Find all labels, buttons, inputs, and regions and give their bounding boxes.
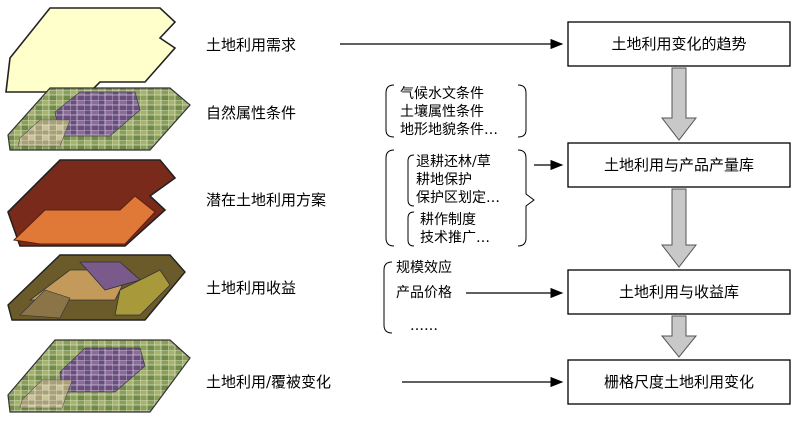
box-yield-db: 土地利用与产品产量库 (567, 142, 791, 188)
benefit-factors-group: 规模效应 产品价格 …… (383, 259, 452, 334)
down-arrow-3 (660, 315, 698, 358)
box-benefit-label: 土地利用与收益库 (619, 283, 739, 301)
layer-benefit-map (7, 254, 186, 321)
natural-item: 气候水文条件 (400, 85, 484, 102)
layer-label-lucc: 土地利用/覆被变化 (206, 373, 331, 391)
layer-label-demand: 土地利用需求 (206, 36, 296, 54)
natural-item: 土壤属性条件 (400, 103, 484, 120)
policy-item: 保护区划定… (416, 190, 500, 206)
layer-scenario-map (7, 159, 177, 247)
natural-item: 地形地貌条件… (400, 121, 498, 138)
box-benefit-db: 土地利用与收益库 (567, 269, 791, 315)
box-trend: 土地利用变化的趋势 (567, 21, 791, 67)
down-arrow-2 (660, 188, 698, 268)
policy-farming-group: 退耕还林/草 耕地保护 保护区划定… 耕作制度 技术推广… (385, 149, 535, 247)
benefit-item: …… (410, 318, 438, 334)
layer-label-natural: 自然属性条件 (206, 104, 296, 122)
layer-natural-map (7, 87, 191, 151)
farming-item: 技术推广… (420, 230, 490, 246)
natural-conditions-group: 气候水文条件 土壤属性条件 地形地貌条件… (385, 84, 527, 138)
box-grid-change: 栅格尺度土地利用变化 (567, 359, 791, 405)
benefit-item: 产品价格 (396, 285, 452, 301)
box-yield-label: 土地利用与产品产量库 (604, 156, 754, 174)
layer-demand-map (5, 7, 177, 93)
down-arrow-1 (660, 67, 698, 141)
layer-label-benefit: 土地利用收益 (206, 279, 296, 297)
policy-item: 耕地保护 (416, 171, 472, 188)
box-trend-label: 土地利用变化的趋势 (611, 35, 746, 53)
policy-item: 退耕还林/草 (416, 153, 491, 170)
farming-item: 耕作制度 (420, 211, 476, 228)
box-grid-label: 栅格尺度土地利用变化 (604, 373, 754, 391)
benefit-item: 规模效应 (396, 259, 452, 276)
layer-lucc-map (7, 339, 191, 413)
layer-label-scenario: 潜在土地利用方案 (206, 191, 326, 209)
